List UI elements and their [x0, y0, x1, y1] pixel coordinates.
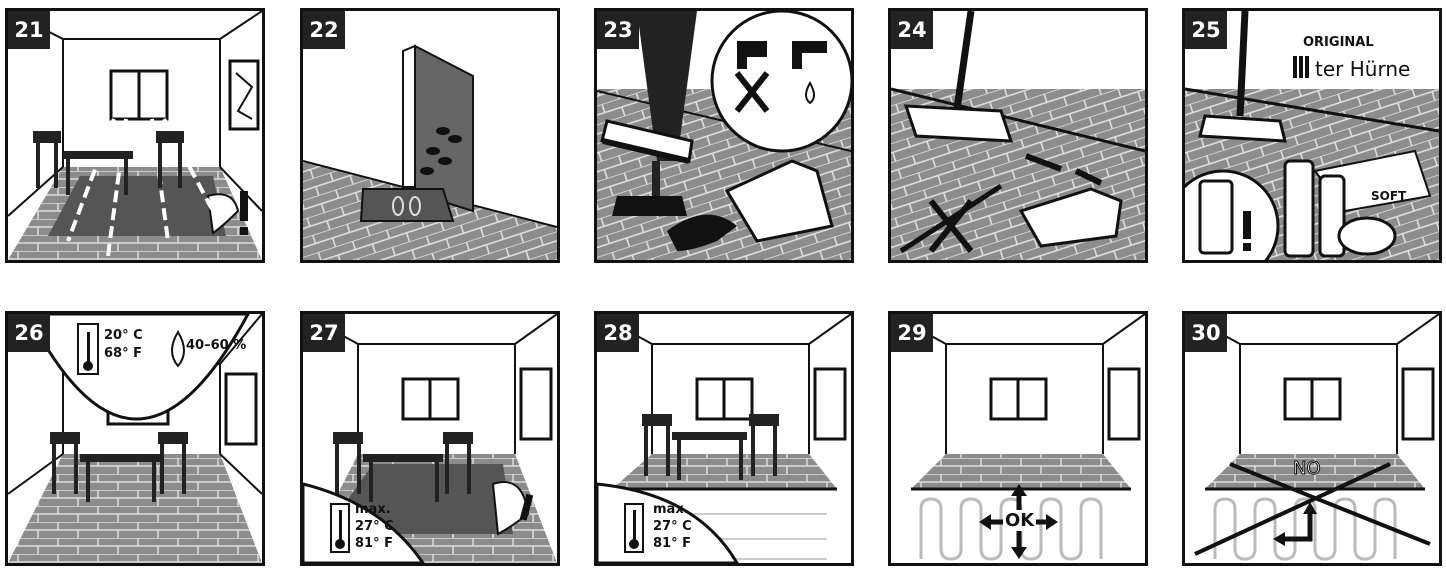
max-celsius: 27° C: [653, 519, 692, 534]
max-label: max.: [653, 502, 689, 517]
no-label: NO: [1293, 458, 1321, 479]
panel-27: 27 max. 27° C 81° F: [300, 311, 560, 566]
panel-number: 23: [597, 11, 639, 49]
humidity-range: 40–60 %: [186, 338, 246, 353]
panel-number: 28: [597, 314, 639, 352]
panel-number: 25: [1185, 11, 1227, 49]
panel-23: 23: [594, 8, 854, 263]
panel-number: 29: [891, 314, 933, 352]
brand-label: ter Hürne: [1315, 57, 1410, 81]
panel-28: 28 max. 27° C 81° F: [594, 311, 854, 566]
doormat: [361, 189, 453, 221]
max-celsius: 27° C: [355, 519, 394, 534]
panel-29: 29 OK: [888, 311, 1148, 566]
panel-number: 30: [1185, 314, 1227, 352]
panel-26: 26 20° C 68° F 40–60 %: [5, 311, 265, 566]
max-fahrenheit: 81° F: [355, 536, 393, 551]
panel-number: 21: [8, 11, 50, 49]
original-label: ORIGINAL: [1303, 35, 1374, 50]
max-label: max.: [355, 502, 391, 517]
max-fahrenheit: 81° F: [653, 536, 691, 551]
mop-icon: [906, 106, 1011, 141]
brand-logo: [1293, 56, 1297, 78]
panel-25: 25 ORIGINAL ter Hürne SOFT: [1182, 8, 1442, 263]
panel-24: 24: [888, 8, 1148, 263]
warning-icon: [1243, 211, 1251, 239]
ok-label: OK: [1003, 510, 1036, 531]
panel-21: 21: [5, 8, 265, 263]
panel-number: 24: [891, 11, 933, 49]
panel-number: 22: [303, 11, 345, 49]
soft-label: SOFT: [1371, 189, 1406, 203]
panel-30: 30 NO: [1182, 311, 1442, 566]
panel-number: 26: [8, 314, 50, 352]
panel-22: 22: [300, 8, 560, 263]
temp-celsius: 20° C: [104, 328, 143, 343]
warning-icon: [240, 191, 248, 221]
temp-fahrenheit: 68° F: [104, 346, 142, 361]
bottle-icon: [1285, 161, 1313, 256]
panel-number: 27: [303, 314, 345, 352]
